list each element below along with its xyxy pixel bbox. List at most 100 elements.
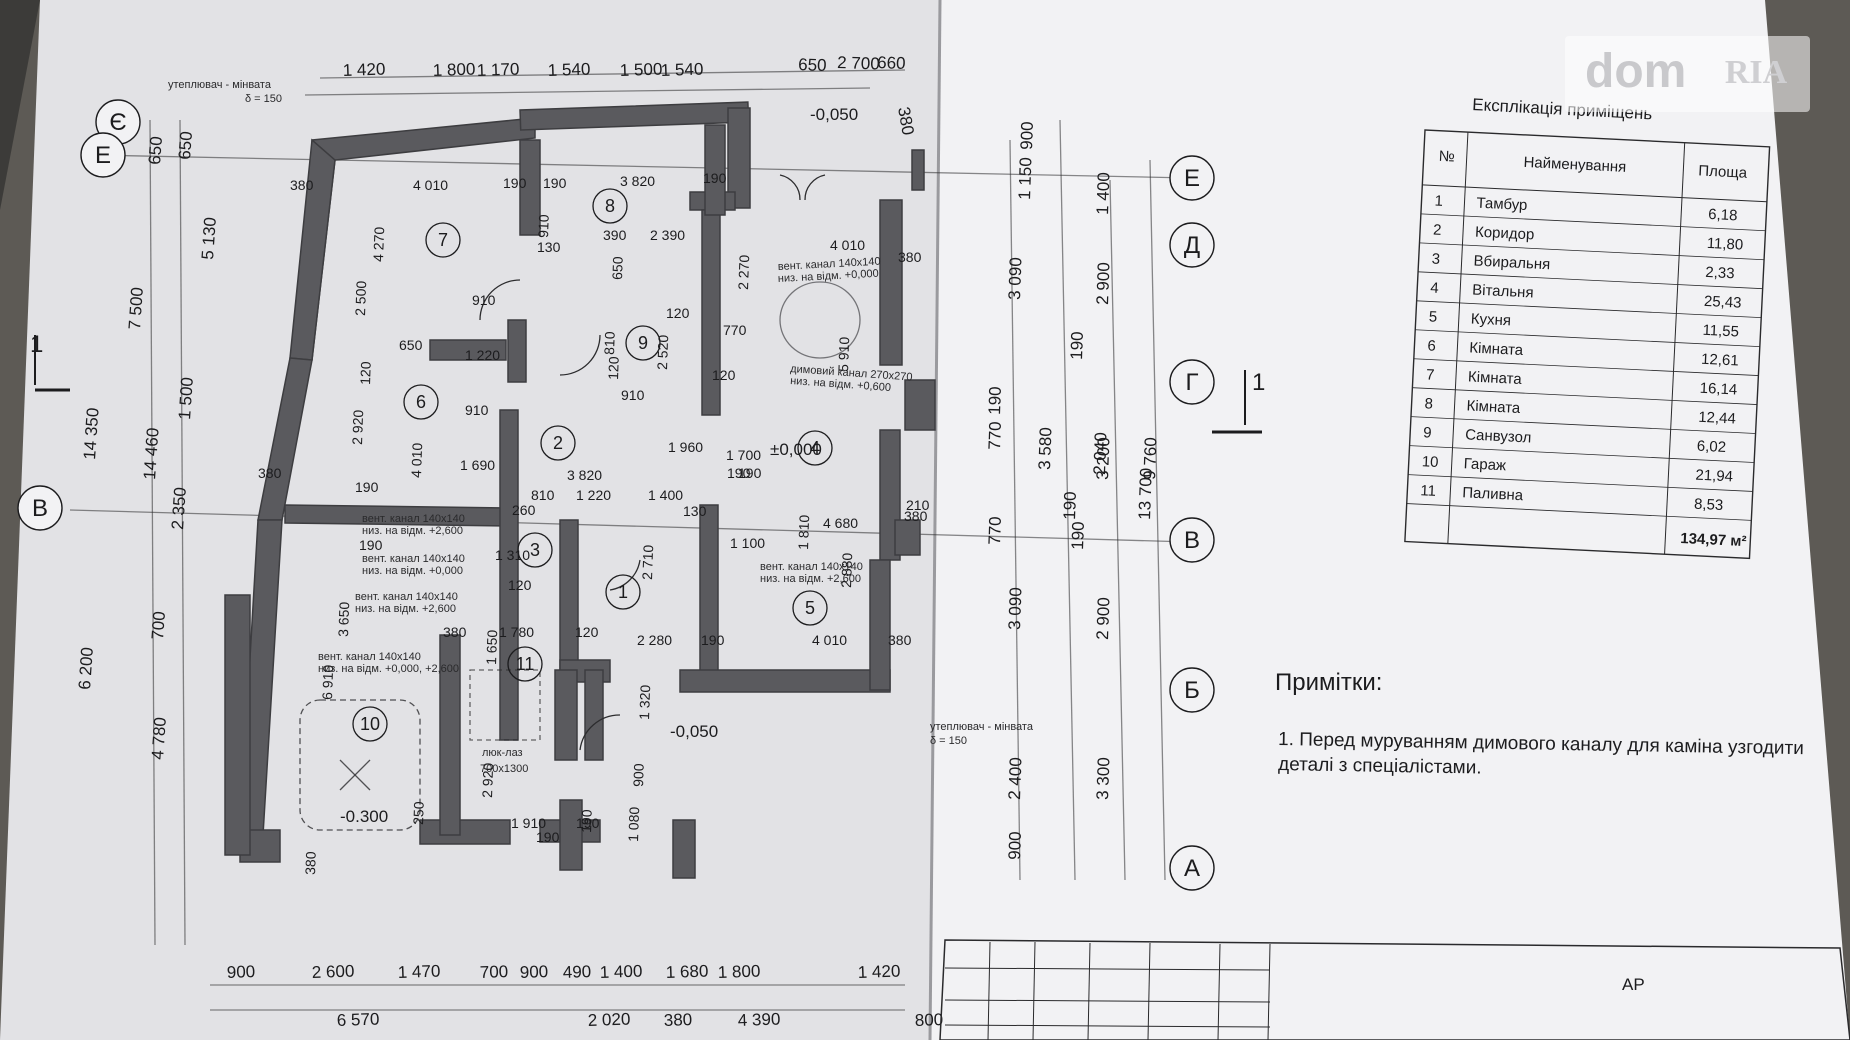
dimension-label: 120 <box>605 356 622 380</box>
vent-note: вент. канал 140x140 <box>760 561 863 573</box>
dimension-label: 650 <box>175 131 196 161</box>
room-number: 6 <box>416 392 426 412</box>
hatch-label: люк-лаз <box>482 747 523 759</box>
table-row-name: Вбиральня <box>1473 253 1550 274</box>
vent-note: низ. на відм. +0,000, +2,600 <box>318 663 459 675</box>
dimension-label: 1 220 <box>465 347 500 363</box>
dimension-label: 2 040 <box>1090 432 1110 475</box>
dimension-label: 910 <box>621 387 645 403</box>
dimension-label: 130 <box>537 239 561 255</box>
dimension-label: 380 <box>888 632 912 648</box>
dimension-label: 4 010 <box>830 237 865 253</box>
dimension-label: 4 270 <box>370 226 387 262</box>
dimension-label: 190 <box>578 809 595 833</box>
dimension-label: 2 400 <box>1005 757 1025 800</box>
dimension-label: 1 150 <box>1015 157 1035 200</box>
dimension-label: 1 910 <box>511 815 546 831</box>
dimension-label: 900 <box>519 962 548 982</box>
table-row-area: 2,33 <box>1705 264 1735 282</box>
dimension-label: 770 <box>985 516 1005 545</box>
dimension-label: 4 780 <box>148 717 170 761</box>
table-row-number: 8 <box>1424 395 1433 412</box>
dimension-label: 190 <box>985 386 1005 415</box>
axis-label-right: Б <box>1184 677 1200 704</box>
dimension-label: 660 <box>877 53 906 73</box>
dimension-label: 2 020 <box>587 1010 630 1030</box>
table-row-number: 9 <box>1423 424 1432 441</box>
dimension-label: 2 600 <box>311 962 354 982</box>
dimension-label: 3 820 <box>620 173 655 189</box>
dimension-label: 2 710 <box>639 544 656 580</box>
table-row-area: 11,55 <box>1702 322 1739 341</box>
room-number: 7 <box>438 230 448 250</box>
table-row-name: Коридор <box>1475 224 1535 244</box>
living-round-table <box>779 281 861 359</box>
table-row-number: 1 <box>1434 193 1443 210</box>
table-row-number: 6 <box>1427 337 1436 354</box>
table-row-name: Тамбур <box>1476 195 1528 214</box>
room-circle <box>517 532 553 568</box>
room-number: 10 <box>360 714 380 734</box>
dimension-label: 2 700 <box>837 53 880 73</box>
table-row-area: 12,44 <box>1698 409 1736 428</box>
dimension-label: 4 390 <box>737 1010 780 1030</box>
title-block-code: АР <box>1622 975 1645 994</box>
table-row-area: 8,53 <box>1694 496 1724 514</box>
dimension-label: 120 <box>357 361 374 385</box>
dimension-label: 4 010 <box>408 442 425 478</box>
dimension-label: 210 <box>906 497 930 513</box>
vent-note: вент. канал 140x140 <box>362 513 465 525</box>
axis-label-right: Е <box>1184 165 1200 192</box>
dimension-label: 1 960 <box>668 439 703 455</box>
dimension-label: 1 500 <box>175 377 197 421</box>
vent-note: вент. канал 140x140 <box>778 256 881 273</box>
notes-line-2: деталі з спеціалістами. <box>1278 754 1482 779</box>
dimension-label: 900 <box>630 763 647 787</box>
dimension-label: 190 <box>543 175 567 191</box>
dimension-label: 380 <box>894 105 918 136</box>
room-circle <box>797 430 833 466</box>
table-row-area: 25,43 <box>1704 293 1742 312</box>
dimension-label: 4 010 <box>812 632 847 648</box>
level-living: ±0,000 <box>770 440 822 459</box>
dimension-label: 810 <box>601 331 618 355</box>
room-number: 2 <box>553 433 563 453</box>
table-row-number: 10 <box>1421 453 1438 471</box>
dimension-label: 390 <box>603 227 627 243</box>
dimension-label: 380 <box>904 508 928 524</box>
room-circle <box>507 646 543 682</box>
dimension-label: 910 <box>465 402 489 418</box>
axis-circle <box>80 132 126 178</box>
room-number: 5 <box>805 598 815 618</box>
dimension-label: 3 200 <box>1093 437 1113 480</box>
dimension-label: 900 <box>1005 831 1025 860</box>
axis-label-right: Д <box>1184 232 1200 259</box>
vent-note: низ. на відм. +0,000 <box>362 565 463 577</box>
hatch-outline <box>469 669 541 741</box>
dimension-label: 2 920 <box>479 762 496 798</box>
dimension-label: 2 900 <box>1093 597 1113 640</box>
vent-note: вент. канал 140x140 <box>362 553 465 565</box>
axis-label-left: В <box>32 495 48 522</box>
vent-note: низ. на відм. +0,000 <box>778 268 879 285</box>
level-porch: -0,050 <box>670 722 718 741</box>
table-row-area: 11,80 <box>1706 235 1743 254</box>
dimension-label: 1 320 <box>636 684 653 720</box>
dimension-label: 190 <box>503 175 527 191</box>
dimension-label: 13 700 <box>1135 468 1156 521</box>
dimension-label: 260 <box>512 502 536 518</box>
title-block: АР <box>939 939 1850 1040</box>
table-row-name: Кімната <box>1468 368 1523 388</box>
dimension-label: 190 <box>355 479 379 495</box>
axis-label-left: Е <box>95 142 111 169</box>
dimension-label: 1 400 <box>599 962 642 982</box>
notes-heading: Примітки: <box>1275 669 1382 696</box>
dimension-label: 810 <box>531 487 555 503</box>
dimension-label: 1 810 <box>795 514 812 550</box>
dimension-label: 2 500 <box>352 280 369 316</box>
dimension-lines <box>69 69 1191 1011</box>
